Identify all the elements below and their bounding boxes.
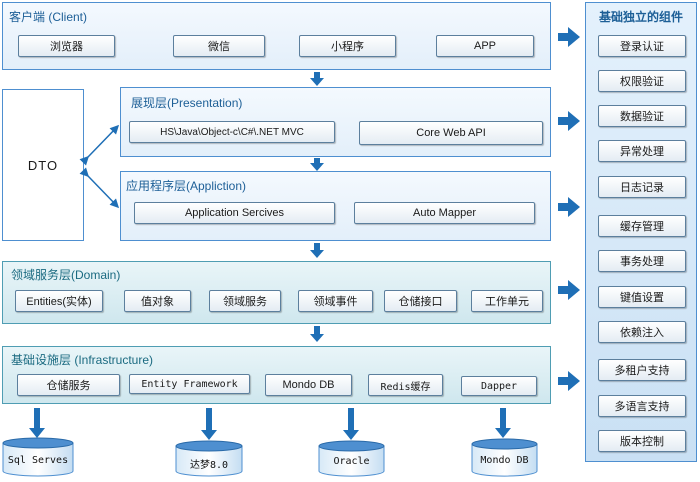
db-label: Oracle <box>333 456 370 467</box>
components-panel: 基础独立的组件 登录认证 权限验证 数据验证 异常处理 日志记录 缓存管理 事务… <box>585 2 697 462</box>
db-oracle: Oracle <box>318 440 385 477</box>
domain-layer-title: 领域服务层(Domain) <box>11 268 121 282</box>
infra-redis-cache: Redis缓存 <box>368 374 443 396</box>
infra-repository-service: 仓储服务 <box>17 374 120 396</box>
right-arrow-icon <box>558 371 580 391</box>
down-arrows <box>29 72 511 440</box>
domain-service: 领域服务 <box>209 290 281 312</box>
domain-event: 领域事件 <box>298 290 373 312</box>
infrastructure-layer: 基础设施层 (Infrastructure) 仓储服务 Entity Frame… <box>2 346 551 404</box>
domain-repository-interface: 仓储接口 <box>384 290 457 312</box>
dto-box: DTO <box>2 89 84 241</box>
db-mondo: Mondo DB <box>471 438 538 477</box>
auto-mapper: Auto Mapper <box>354 202 535 224</box>
database-icon <box>2 437 74 477</box>
infra-dapper: Dapper <box>461 376 537 396</box>
component-permission: 权限验证 <box>598 70 686 92</box>
domain-value-object: 值对象 <box>124 290 191 312</box>
client-browser: 浏览器 <box>18 35 115 57</box>
down-arrow-icon <box>201 408 217 440</box>
dto-connectors <box>79 124 120 209</box>
down-arrow-icon <box>310 158 324 171</box>
down-arrow-icon <box>495 408 511 438</box>
client-layer: 客户端 (Client) 浏览器 微信 小程序 APP <box>2 2 551 70</box>
db-label: 达梦8.0 <box>189 460 229 471</box>
down-arrow-icon <box>310 72 324 86</box>
presentation-layer-title: 展现层(Presentation) <box>131 96 243 110</box>
components-title: 基础独立的组件 <box>598 10 683 24</box>
db-label: Sql Serves <box>7 455 69 466</box>
component-i18n: 多语言支持 <box>598 395 686 417</box>
component-exception: 异常处理 <box>598 140 686 162</box>
application-layer: 应用程序层(Appliction) Application Sercives A… <box>120 171 551 241</box>
database-icon <box>175 440 243 477</box>
right-arrow-icon <box>558 197 580 217</box>
dto-application-connector <box>79 167 120 209</box>
db-label: Mondo DB <box>480 455 529 466</box>
infrastructure-layer-title: 基础设施层 (Infrastructure) <box>11 353 154 367</box>
presentation-layer: 展现层(Presentation) HS\Java\Object-c\C#\.N… <box>120 87 551 157</box>
dto-presentation-connector <box>79 124 120 166</box>
down-arrow-icon <box>29 408 45 438</box>
down-arrow-icon <box>310 243 324 258</box>
client-app: APP <box>436 35 534 57</box>
component-cache: 缓存管理 <box>598 215 686 237</box>
component-transaction: 事务处理 <box>598 250 686 272</box>
domain-unit-of-work: 工作单元 <box>471 290 543 312</box>
domain-layer: 领域服务层(Domain) Entities(实体) 值对象 领域服务 领域事件… <box>2 261 551 324</box>
database-icon <box>471 438 538 477</box>
presentation-core-web-api: Core Web API <box>359 121 543 145</box>
presentation-mvc: HS\Java\Object-c\C#\.NET MVC <box>129 121 335 143</box>
client-wechat: 微信 <box>173 35 265 57</box>
infra-mondo-db: Mondo DB <box>265 374 352 396</box>
application-layer-title: 应用程序层(Appliction) <box>126 179 247 193</box>
infra-entity-framework: Entity Framework <box>129 374 250 394</box>
dto-label: DTO <box>27 157 59 173</box>
application-services: Application Sercives <box>134 202 335 224</box>
client-layer-title: 客户端 (Client) <box>9 10 88 24</box>
down-arrow-icon <box>343 408 359 440</box>
component-data-validation: 数据验证 <box>598 105 686 127</box>
right-arrow-icon <box>558 27 580 47</box>
right-arrow-icon <box>558 111 580 131</box>
component-multi-tenant: 多租户支持 <box>598 359 686 381</box>
component-di: 依赖注入 <box>598 321 686 343</box>
db-sql-server: Sql Serves <box>2 437 74 477</box>
down-arrow-icon <box>310 326 324 342</box>
database-icon <box>318 440 385 477</box>
right-arrow-icon <box>558 280 580 300</box>
domain-entities: Entities(实体) <box>15 290 103 312</box>
component-login-auth: 登录认证 <box>598 35 686 57</box>
client-mini-program: 小程序 <box>299 35 396 57</box>
component-version-control: 版本控制 <box>598 430 686 452</box>
component-logging: 日志记录 <box>598 176 686 198</box>
db-dameng: 达梦8.0 <box>175 440 243 477</box>
component-key-value: 键值设置 <box>598 286 686 308</box>
right-arrows <box>558 27 580 391</box>
